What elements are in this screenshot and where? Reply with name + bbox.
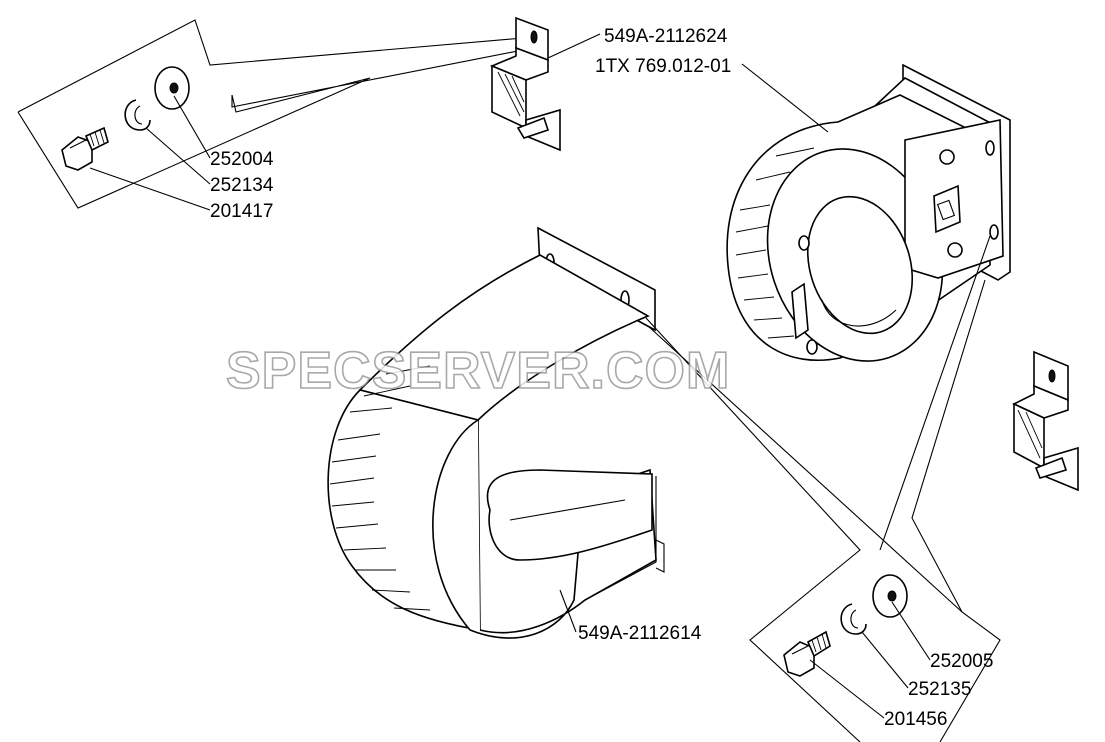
- right-bracket-icon: [1012, 350, 1079, 492]
- leader-lines: [89, 33, 931, 719]
- upper-bracket-icon: [489, 16, 561, 152]
- large-shroud-icon: [327, 226, 665, 639]
- lockwasher-left-icon: [124, 99, 151, 131]
- label-large-shroud: 549A-2112614: [578, 623, 702, 644]
- washer-right-icon: [872, 574, 908, 618]
- bolt-right-icon: [783, 630, 831, 677]
- label-bolt-right: 201456: [884, 709, 947, 730]
- label-lockwasher-right: 252135: [908, 679, 971, 700]
- small-shroud-icon: [726, 63, 1011, 362]
- washer-left-icon: [154, 66, 190, 110]
- label-washer-right: 252005: [930, 651, 993, 672]
- watermark-text: SPECSERVER.COM: [226, 342, 730, 400]
- label-upper-bracket: 549A-2112624: [604, 26, 728, 47]
- label-lockwasher-left: 252134: [210, 175, 274, 196]
- bolt-left-icon: [61, 126, 109, 171]
- label-washer-left: 252004: [210, 149, 274, 170]
- hardware-box-left: [17, 19, 524, 209]
- hardware-box-right: [645, 235, 1001, 742]
- label-bolt-left: 201417: [210, 201, 273, 222]
- lockwasher-right-icon: [840, 603, 867, 635]
- label-small-shroud: 1TX 769.012-01: [595, 56, 731, 77]
